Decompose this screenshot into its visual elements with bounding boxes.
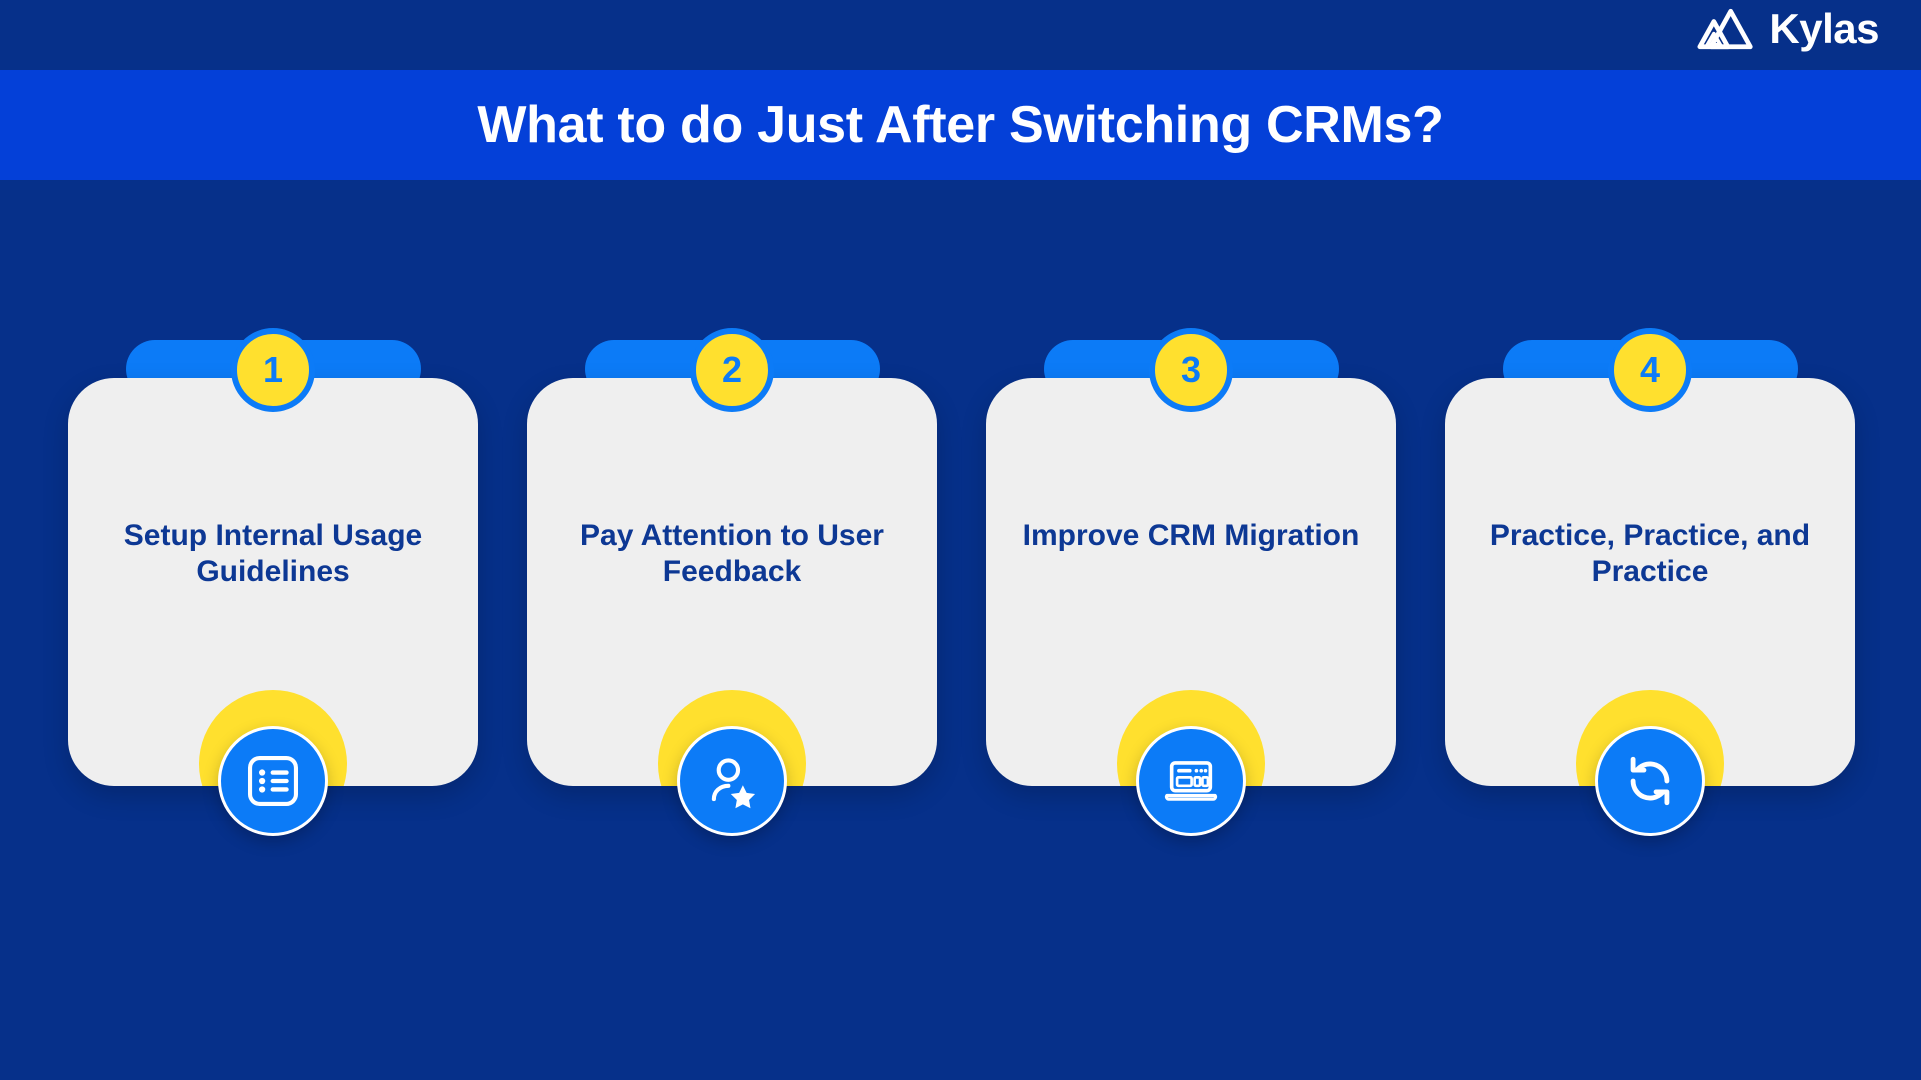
checklist-icon xyxy=(244,752,302,810)
card-title-4: Practice, Practice, and Practice xyxy=(1489,519,1811,588)
card-title-1: Setup Internal Usage Guidelines xyxy=(123,519,423,588)
step-number-1: 1 xyxy=(262,349,284,390)
step-number-badge-4: 4 xyxy=(1608,328,1692,412)
card-icon-circle-3[interactable] xyxy=(1136,726,1246,836)
step-card-4[interactable]: Practice, Practice, and Practice 4 xyxy=(1445,328,1855,836)
card-body-3: Improve CRM Migration xyxy=(986,378,1396,786)
step-number-2: 2 xyxy=(721,349,743,390)
card-body-4: Practice, Practice, and Practice xyxy=(1445,378,1855,786)
card-icon-circle-4[interactable] xyxy=(1595,726,1705,836)
card-icon-circle-1[interactable] xyxy=(218,726,328,836)
top-bar: Kylas xyxy=(0,0,1921,70)
card-body-1: Setup Internal Usage Guidelines xyxy=(68,378,478,786)
card-title-2: Pay Attention to User Feedback xyxy=(580,519,884,588)
page-title: What to do Just After Switching CRMs? xyxy=(477,96,1444,154)
brand-name: Kylas xyxy=(1769,5,1879,52)
steps-row: Setup Internal Usage Guidelines 1 xyxy=(0,180,1921,1080)
step-number-badge-2: 2 xyxy=(690,328,774,412)
step-card-3[interactable]: Improve CRM Migration 3 xyxy=(986,328,1396,836)
user-star-icon xyxy=(703,752,761,810)
step-number-badge-1: 1 xyxy=(231,328,315,412)
step-card-1[interactable]: Setup Internal Usage Guidelines 1 xyxy=(68,328,478,836)
brand-logo: Kylas xyxy=(1697,6,1879,52)
step-number-4: 4 xyxy=(1639,349,1661,390)
mountain-logo-icon xyxy=(1697,6,1755,52)
card-icon-circle-2[interactable] xyxy=(677,726,787,836)
step-card-2[interactable]: Pay Attention to User Feedback 2 xyxy=(527,328,937,836)
step-number-badge-3: 3 xyxy=(1149,328,1233,412)
refresh-sync-icon xyxy=(1621,752,1679,810)
card-body-2: Pay Attention to User Feedback xyxy=(527,378,937,786)
laptop-dashboard-icon xyxy=(1162,752,1220,810)
card-title-3: Improve CRM Migration xyxy=(1022,519,1360,552)
step-number-3: 3 xyxy=(1180,349,1202,390)
title-band: What to do Just After Switching CRMs? xyxy=(0,70,1921,180)
